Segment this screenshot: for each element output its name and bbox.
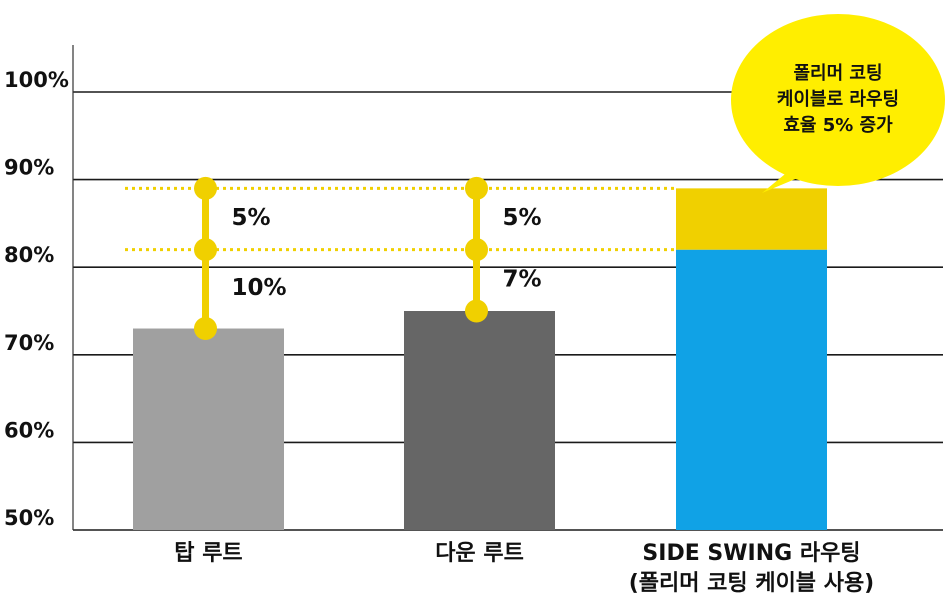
- y-tick-label: 90%: [4, 156, 54, 180]
- increment-label: 7%: [503, 266, 542, 292]
- y-tick-label: 60%: [4, 418, 54, 442]
- marker-dot: [194, 176, 217, 200]
- y-tick-label: 50%: [4, 506, 54, 530]
- x-tick-label: 탑 루트: [174, 541, 242, 566]
- x-tick-labels: 탑 루트 다운 루트 SIDE SWING 라우팅(폴리머 코팅 케이블 사용): [174, 541, 874, 596]
- increment-label: 5%: [503, 205, 542, 231]
- x-tick-label: SIDE SWING 라우팅(폴리머 코팅 케이블 사용): [629, 541, 875, 596]
- y-tick-label: 80%: [4, 243, 54, 267]
- y-tick-label: 100%: [4, 68, 69, 92]
- marker-dot: [465, 299, 488, 323]
- increment-label: 5%: [232, 205, 271, 231]
- increment-label: 10%: [232, 275, 287, 301]
- y-tick-labels: 50% 60% 70% 80% 90% 100%: [4, 68, 69, 530]
- bar-increment: [676, 188, 827, 250]
- bar: [676, 249, 827, 530]
- bars: [133, 188, 827, 530]
- marker-dot: [465, 176, 488, 200]
- x-tick-label: 다운 루트: [435, 541, 524, 566]
- increment-markers: 10% 5% 7% 5%: [194, 176, 542, 341]
- marker-dot: [194, 317, 217, 341]
- bar: [404, 311, 555, 530]
- y-tick-label: 70%: [4, 331, 54, 355]
- callout-ellipse: [731, 14, 945, 186]
- marker-dot: [194, 238, 217, 262]
- bar: [133, 328, 284, 530]
- marker-dot: [465, 238, 488, 262]
